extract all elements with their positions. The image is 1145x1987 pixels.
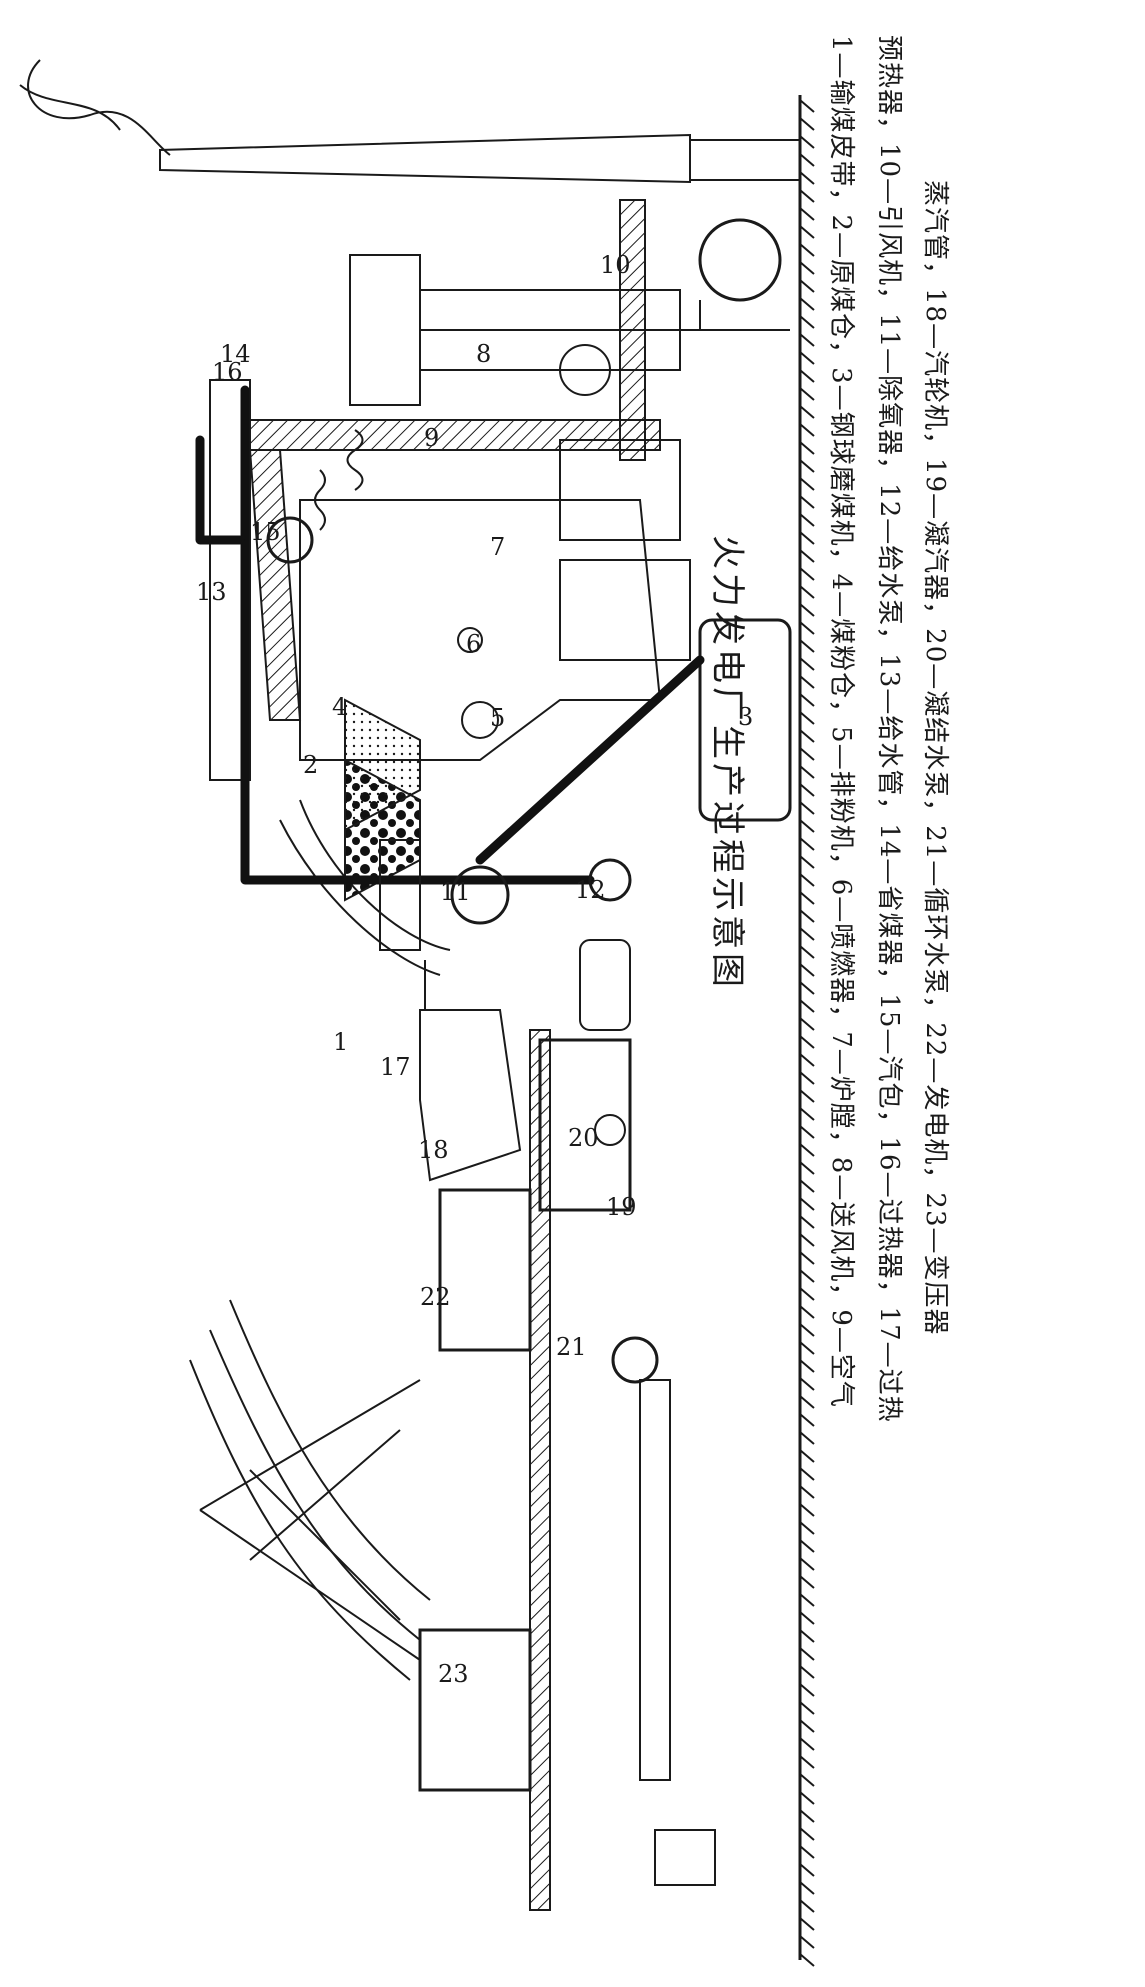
deaerator-and-feed-pump (379, 839, 632, 951)
transformer-23 (418, 1628, 532, 1792)
callout-6: 6 (466, 630, 481, 658)
callout-4: 4 (332, 693, 347, 721)
callout-10: 10 (600, 251, 631, 279)
callout-1: 1 (333, 1028, 348, 1056)
callout-11: 11 (440, 878, 471, 906)
callout-13: 13 (196, 578, 227, 606)
burner-6 (457, 627, 483, 653)
condensate-pump-20 (594, 1114, 626, 1146)
feedwater-pump-12 (588, 858, 632, 902)
callout-labels: 1 2 3 4 5 6 7 8 9 10 11 12 13 14 15 16 1… (196, 251, 753, 1688)
callout-2: 2 (303, 751, 318, 779)
deaerator-11 (450, 865, 510, 925)
callout-15: 15 (250, 518, 281, 546)
turbine-hall (418, 939, 716, 1911)
superheater-16 (314, 469, 326, 531)
feedwater-pipe-13 (195, 385, 595, 885)
callout-12: 12 (575, 876, 606, 904)
callout-5: 5 (490, 704, 505, 732)
ball-mill-3 (698, 618, 792, 822)
pulverized-coal-bin-4 (344, 698, 421, 832)
steam-turbine-18 (419, 1009, 522, 1182)
induced-draft-fan-10 (698, 218, 782, 302)
callout-3: 3 (738, 703, 753, 731)
air-preheater-9 (559, 439, 681, 541)
callout-17: 17 (380, 1053, 411, 1081)
chimney (19, 59, 801, 184)
diagram-title: 火力发电厂生产过程示意图 (707, 535, 747, 991)
boiler (209, 344, 691, 781)
callout-16: 16 (212, 358, 243, 386)
callout-23: 23 (438, 1660, 469, 1688)
callout-7: 7 (490, 533, 505, 561)
callout-20: 20 (568, 1124, 599, 1152)
callout-14: 14 (220, 340, 251, 368)
circulating-water-pump-21 (611, 1336, 659, 1384)
generator-22 (438, 1188, 532, 1352)
ground-line (798, 95, 815, 1967)
legend-line-1: 1—输煤皮带，2—原煤仓，3—钢球磨煤机，4—煤粉仓，5—排粉机，6—喷燃器，7… (826, 35, 856, 1408)
flue-and-fan (349, 199, 790, 461)
transmission-tower (189, 1299, 431, 1681)
callout-19: 19 (606, 1193, 637, 1221)
callout-8: 8 (476, 340, 491, 368)
callout-21: 21 (556, 1333, 587, 1361)
coal-system (279, 618, 792, 976)
callout-22: 22 (420, 1283, 451, 1311)
economizer-14 (346, 429, 364, 491)
callout-18: 18 (418, 1136, 449, 1164)
callout-9: 9 (424, 424, 439, 452)
exhaust-fan-5 (461, 701, 499, 739)
legend-line-2: 预热器，10—引风机，11—除氧器，12—给水泵，13—给水管，14—省煤器，1… (874, 35, 904, 1423)
legend-line-3: 蒸汽管，18—汽轮机，19—凝汽器，20—凝结水泵，21—循环水泵，22—发电机… (920, 180, 950, 1336)
forced-draft-fan-8 (559, 344, 611, 396)
steam-drum-15 (266, 516, 314, 564)
